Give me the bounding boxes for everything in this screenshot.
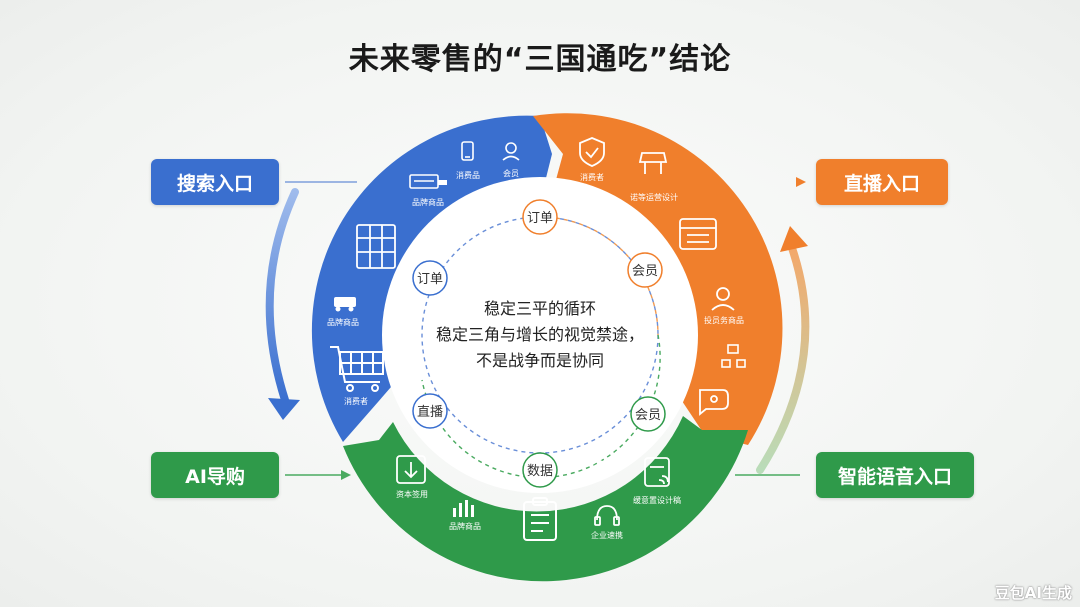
node-bottom	[522, 452, 558, 488]
voice-entry: 智能语音入口	[816, 452, 974, 498]
signal-icon	[588, 454, 610, 474]
green-segment	[343, 416, 748, 582]
node-right-bottom	[630, 396, 666, 432]
blue-label-member: 会员	[503, 168, 519, 178]
inner-disk	[382, 177, 698, 493]
live-connector-head	[796, 177, 806, 187]
node-top	[522, 199, 558, 235]
node-right-bottom-label: 会员	[635, 408, 661, 423]
node-left	[412, 260, 448, 296]
truck-icon	[334, 297, 356, 312]
phone-icon	[461, 141, 474, 161]
orange-label-service-goods: 投员务商品	[704, 315, 744, 325]
headset-icon	[594, 505, 620, 526]
member-icon	[502, 142, 520, 161]
green-label-design: 缓意置设计稿	[633, 495, 681, 505]
node-right-top	[627, 252, 663, 288]
orange-label-design: 诺等运营设计	[630, 192, 678, 202]
right-green-arrow	[756, 244, 810, 474]
document-wifi-icon	[644, 457, 670, 487]
node-right-top-label: 会员	[632, 264, 658, 279]
left-blue-arrowhead	[268, 398, 300, 420]
watermark: 豆包AI生成	[994, 584, 1072, 602]
blue-label-brand-goods-2: 品牌商品	[327, 317, 359, 327]
orange-label-consumer: 消费者	[580, 172, 604, 182]
left-blue-arrow	[265, 188, 299, 404]
blue-label-consumer-goods: 消费品	[456, 170, 480, 180]
cart-icon	[330, 346, 384, 392]
live-entry: 直播入口	[816, 159, 948, 205]
location-chat-icon	[699, 389, 729, 416]
center-line-3: 不是战争而是协同	[475, 351, 604, 370]
calendar-download-icon	[396, 455, 426, 484]
green-label-enterprise: 企业速携	[591, 530, 623, 540]
ai-connector-head	[341, 470, 351, 480]
shelf-icon	[356, 224, 396, 269]
node-bottom-label: 数据	[527, 464, 553, 479]
search-entry: 搜索入口	[151, 159, 279, 205]
shop-awning-icon	[638, 152, 668, 174]
green-label-capital: 资本签用	[396, 489, 428, 499]
bar-chart-icon	[453, 500, 474, 517]
green-label-brand-goods: 品牌商品	[449, 521, 481, 531]
center-line-2: 稳定三角与增长的视觉禁途，	[435, 325, 644, 344]
center-text: 稳定三平的循环 稳定三角与增长的视觉禁途， 不是战争而是协同	[420, 296, 660, 374]
shield-icon	[579, 137, 605, 167]
dashed-ring-green	[421, 334, 661, 479]
node-left-bottom-label: 直播	[417, 405, 443, 420]
node-top-label: 订单	[527, 211, 553, 226]
node-left-label: 订单	[417, 272, 443, 287]
right-orange-arrowhead	[780, 226, 808, 252]
blue-label-brand-goods-1: 品牌商品	[412, 197, 444, 207]
clipboard-icon	[523, 497, 557, 541]
calendar-icon	[679, 218, 717, 250]
service-person-icon	[711, 287, 735, 311]
network-icon	[721, 344, 746, 368]
stack-icon	[438, 180, 447, 185]
node-left-bottom	[412, 393, 448, 429]
dashed-ring-orange	[539, 216, 659, 336]
ai-guide-entry: AI导购	[151, 452, 279, 498]
center-line-1: 稳定三平的循环	[483, 299, 596, 318]
page-title: 未来零售的“三国通吃”结论	[348, 42, 732, 77]
blue-label-consumer: 消费者	[344, 396, 368, 406]
